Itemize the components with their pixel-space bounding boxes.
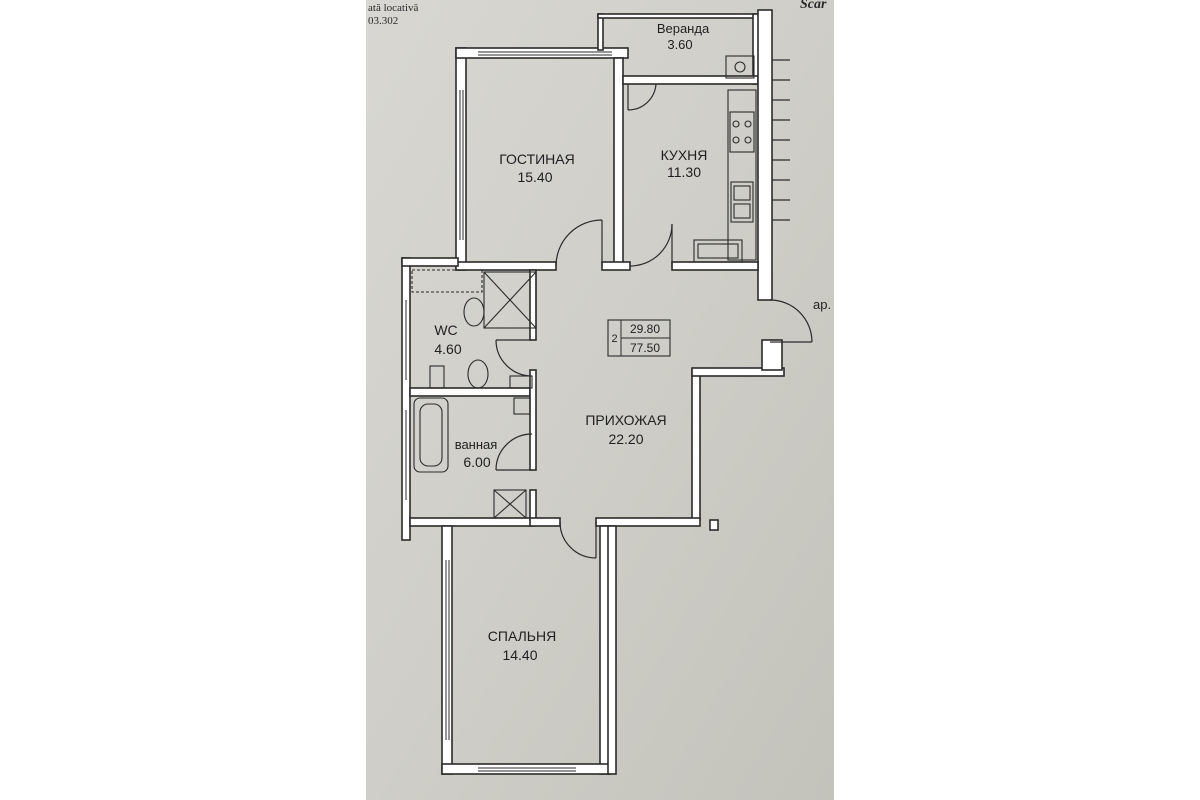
apartment-living-area: 29.80 <box>630 322 660 336</box>
door-swings <box>495 83 813 559</box>
room-area: 22.20 <box>608 431 643 447</box>
room-name: ПРИХОЖАЯ <box>585 412 666 428</box>
bath-fixtures <box>413 397 527 519</box>
wc-fixtures <box>411 269 537 415</box>
room-hall: ПРИХОЖАЯ 22.20 <box>585 412 666 447</box>
kitchen-fixtures <box>693 55 757 263</box>
room-kitchen: КУХНЯ 11.30 <box>661 147 708 180</box>
apartment-total-area: 77.50 <box>630 341 660 355</box>
header-code: 03.302 <box>368 15 398 27</box>
header-caption: ată locativă <box>368 2 419 14</box>
room-name: ГОСТИНАЯ <box>499 151 575 167</box>
room-bath: ванная 6.00 <box>455 437 498 470</box>
room-area: 4.60 <box>434 341 461 357</box>
stair-hatching <box>772 59 790 221</box>
room-veranda: Веранда 3.60 <box>657 21 710 52</box>
windows <box>405 51 612 772</box>
room-area: 15.40 <box>517 169 552 185</box>
stair-label: ap. <box>813 297 831 312</box>
room-wc: WC 4.60 <box>434 322 462 357</box>
room-area: 6.00 <box>463 454 490 470</box>
room-name: WC <box>434 322 457 338</box>
room-area: 11.30 <box>667 164 701 180</box>
room-living: ГОСТИНАЯ 15.40 <box>499 151 575 185</box>
room-name: КУХНЯ <box>661 147 708 163</box>
room-name: Веранда <box>657 21 710 36</box>
room-bedroom: СПАЛЬНЯ 14.40 <box>488 628 556 663</box>
room-area: 14.40 <box>502 647 537 663</box>
apartment-rooms-count: 2 <box>611 333 617 345</box>
room-area: 3.60 <box>667 37 692 52</box>
room-name: ванная <box>455 437 498 452</box>
room-name: СПАЛЬНЯ <box>488 628 556 644</box>
header-scara-fragment: Scar <box>800 0 827 12</box>
apartment-area-tag: 2 29.80 77.50 <box>607 319 671 357</box>
